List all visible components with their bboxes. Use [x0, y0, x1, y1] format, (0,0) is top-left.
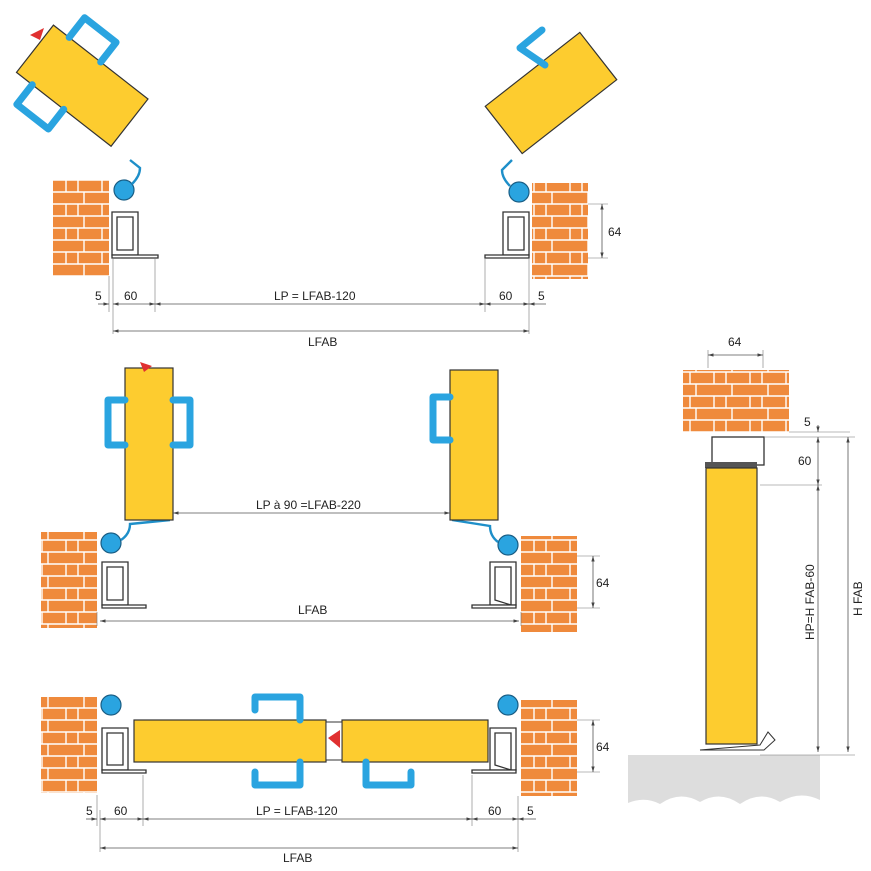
- dim-5-right-top: 5: [538, 289, 545, 303]
- leaf-left-top: [13, 14, 149, 148]
- dim-64-top: 64: [608, 225, 622, 239]
- dim-64-vertical: 64: [728, 335, 742, 349]
- view-closed: 5 60 LP = LFAB-120 60 5 LFAB 64: [41, 693, 610, 865]
- handle-right-top: [516, 26, 549, 69]
- dim-lp-top: LP = LFAB-120: [274, 289, 356, 303]
- dim-5-left-bottom: 5: [86, 804, 93, 818]
- leaf-left-bottom: [133, 719, 327, 763]
- leaf-vertical: [705, 467, 758, 745]
- leaf-right-top: [484, 31, 618, 155]
- wall-right-bottom: [521, 700, 577, 796]
- view-vertical-section: 64 5 60 HP=H FAB-60 H FAB: [628, 335, 865, 804]
- frame-base-left-mid: [101, 604, 147, 609]
- handle-left-mid-a: [104, 396, 129, 449]
- handle-left-mid-b: [169, 396, 194, 449]
- frame-base-left-top: [111, 254, 159, 259]
- dim-60-right-bottom: 60: [488, 804, 502, 818]
- hinge-right-top: [508, 181, 530, 203]
- frame-base-left-bottom: [101, 769, 147, 774]
- wall-left-mid: [41, 532, 97, 628]
- dim-lfab-top: LFAB: [308, 335, 337, 349]
- view-open-90: LP à 90 =LFAB-220 LFAB 64: [41, 362, 610, 632]
- handle-bottom-top: [251, 693, 304, 724]
- center-seal-red: [328, 730, 340, 748]
- dim-60-right-top: 60: [499, 289, 513, 303]
- frame-base-right-mid: [471, 604, 517, 609]
- frame-left-bottom: [101, 727, 129, 771]
- floor: [628, 755, 820, 804]
- handle-bottom-right: [362, 758, 415, 789]
- wall-right-top: [532, 183, 588, 279]
- wall-left-bottom: [41, 697, 97, 793]
- handle-right-mid: [429, 393, 454, 444]
- dim-5-right-bottom: 5: [527, 804, 534, 818]
- dim-60-left-top: 60: [124, 289, 138, 303]
- frame-left-mid: [101, 561, 129, 606]
- frame-right-mid: [489, 561, 517, 606]
- hinge-arm-left-mid: [120, 518, 171, 541]
- top-seal: [705, 462, 757, 468]
- dim-5-left-top: 5: [95, 289, 102, 303]
- hinge-left-mid: [100, 532, 122, 554]
- lintel-wall: [683, 370, 789, 432]
- dim-lfab-mid: LFAB: [298, 603, 327, 617]
- dim-60-left-bottom: 60: [114, 804, 128, 818]
- seal-left-top: [30, 28, 44, 40]
- dim-lp-bottom: LP = LFAB-120: [256, 804, 338, 818]
- dim-64-mid: 64: [596, 576, 610, 590]
- dim-lfab-bottom: LFAB: [283, 851, 312, 865]
- frame-base-right-top: [484, 254, 530, 259]
- bottom-sweep: [699, 731, 776, 751]
- leaf-right-mid: [449, 369, 499, 521]
- hinge-arm-right-top: [500, 159, 513, 187]
- seal-left-mid: [140, 362, 152, 372]
- dim-5-vertical: 5: [804, 415, 811, 429]
- leaf-left-mid: [124, 367, 174, 521]
- hinge-right-mid: [497, 534, 519, 556]
- frame-base-right-bottom: [471, 769, 517, 774]
- dim-hfab: H FAB: [851, 581, 865, 616]
- hinge-arm-right-mid: [451, 518, 499, 543]
- wall-left-top: [53, 180, 109, 276]
- wall-right-mid: [521, 536, 577, 632]
- hinge-arm-left-top: [129, 159, 142, 185]
- leaf-right-bottom: [341, 719, 489, 763]
- hinge-left-bottom: [100, 694, 122, 716]
- handle-bottom-left: [251, 758, 304, 789]
- top-frame: [711, 436, 765, 466]
- view-angled-open: 5 60 LP = LFAB-120 60 5 LFAB 64: [13, 14, 622, 349]
- hinge-right-bottom: [497, 694, 519, 716]
- dim-60-vertical: 60: [798, 454, 812, 468]
- frame-left-top: [111, 211, 139, 256]
- frame-right-top: [502, 211, 530, 256]
- dim-64-bottom: 64: [596, 740, 610, 754]
- dim-hp: HP=H FAB-60: [803, 564, 817, 640]
- frame-right-bottom: [489, 727, 517, 771]
- dim-lp-90: LP à 90 =LFAB-220: [256, 498, 361, 512]
- hinge-left-top: [113, 179, 135, 201]
